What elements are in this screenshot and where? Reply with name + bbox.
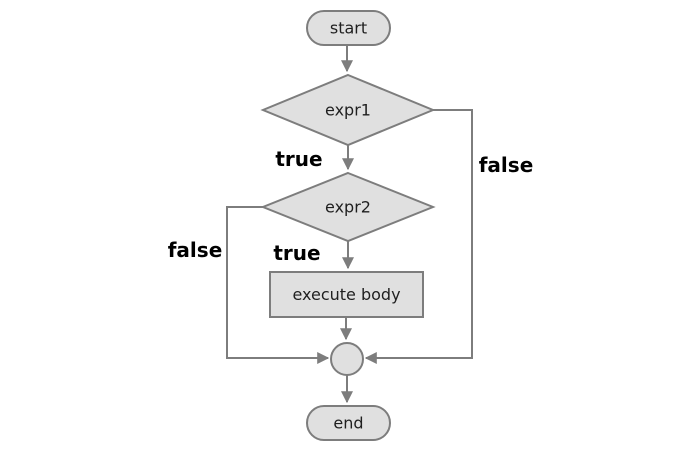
expr2-diamond	[260, 171, 436, 243]
label-expr2-false: false	[168, 238, 223, 262]
expr2-label: expr2	[325, 198, 371, 217]
expr1-diamond	[260, 73, 436, 147]
label-expr1-false: false	[479, 153, 534, 177]
end-node-label: end	[333, 414, 363, 433]
execute-body-label: execute body	[292, 285, 400, 304]
execute-body-box	[269, 271, 424, 318]
junction-circle	[330, 342, 364, 376]
edge-expr1-false	[364, 109, 473, 364]
start-node-label: start	[330, 19, 367, 38]
label-expr1-true: true	[275, 147, 322, 171]
expr1-label: expr1	[325, 101, 371, 120]
start-node	[306, 10, 391, 46]
end-node	[306, 405, 391, 441]
edge-expr2-false	[226, 206, 330, 364]
label-expr2-true: true	[273, 241, 320, 265]
